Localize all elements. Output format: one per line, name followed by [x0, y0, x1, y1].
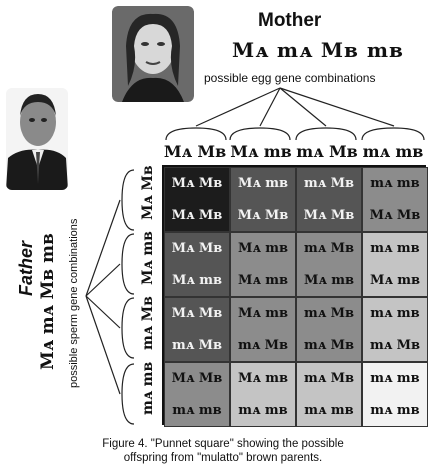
- row-header-4: mᴀ mʙ: [140, 361, 156, 415]
- row-header-2: Mᴀ mʙ: [140, 231, 156, 285]
- punnett-cell: mᴀ mʙ Mᴀ mʙ: [362, 232, 428, 297]
- punnett-cell: Mᴀ mʙ mᴀ mʙ: [230, 362, 296, 427]
- cell-bottom-genotype: Mᴀ mʙ: [303, 272, 355, 288]
- mother-portrait: [112, 6, 194, 102]
- row-header-1: Mᴀ Mʙ: [140, 165, 156, 220]
- mother-subtitle: possible egg gene combinations: [204, 71, 376, 85]
- cell-top-genotype: mᴀ Mʙ: [303, 241, 355, 257]
- punnett-cell: mᴀ Mʙ Mᴀ mʙ: [296, 232, 362, 297]
- cell-bottom-genotype: Mᴀ mʙ: [171, 272, 223, 288]
- cell-bottom-genotype: mᴀ mʙ: [238, 402, 288, 418]
- punnett-cell: mᴀ Mʙ Mᴀ Mʙ: [296, 167, 362, 232]
- figure-caption: Figure 4. "Punnet square" showing the po…: [102, 438, 344, 464]
- cell-top-genotype: Mᴀ Mʙ: [171, 241, 223, 257]
- cell-top-genotype: mᴀ Mʙ: [303, 371, 355, 387]
- cell-top-genotype: Mᴀ mʙ: [237, 176, 289, 192]
- punnett-cell: mᴀ mʙ Mᴀ Mʙ: [362, 167, 428, 232]
- row-header-3: mᴀ Mʙ: [140, 296, 156, 350]
- cell-bottom-genotype: Mᴀ Mʙ: [237, 207, 289, 223]
- cell-top-genotype: Mᴀ mʙ: [237, 306, 289, 322]
- punnett-cell: Mᴀ Mʙ mᴀ Mʙ: [164, 297, 230, 362]
- punnett-cell: Mᴀ mʙ Mᴀ Mʙ: [230, 167, 296, 232]
- punnett-cell: mᴀ mʙ mᴀ mʙ: [362, 362, 428, 427]
- punnett-cell: mᴀ Mʙ mᴀ Mʙ: [296, 297, 362, 362]
- father-genes: Mᴀ mᴀ Mʙ mʙ: [38, 233, 58, 370]
- mother-genes: Mᴀ mᴀ Mʙ mʙ: [232, 38, 404, 62]
- column-header-3: mᴀ Mʙ: [296, 142, 358, 161]
- punnett-cell: Mᴀ Mʙ Mᴀ Mʙ: [164, 167, 230, 232]
- cell-top-genotype: Mᴀ mʙ: [237, 241, 289, 257]
- cell-bottom-genotype: mᴀ mʙ: [172, 402, 222, 418]
- cell-bottom-genotype: Mᴀ mʙ: [237, 272, 289, 288]
- punnett-cell: mᴀ mʙ mᴀ Mʙ: [362, 297, 428, 362]
- cell-bottom-genotype: Mᴀ Mʙ: [303, 207, 355, 223]
- cell-bottom-genotype: Mᴀ Mʙ: [171, 207, 223, 223]
- cell-bottom-genotype: mᴀ Mʙ: [369, 337, 421, 353]
- cell-top-genotype: Mᴀ Mʙ: [171, 306, 223, 322]
- punnett-cell: Mᴀ Mʙ mᴀ mʙ: [164, 362, 230, 427]
- cell-bottom-genotype: mᴀ Mʙ: [237, 337, 289, 353]
- cell-bottom-genotype: mᴀ mʙ: [304, 402, 354, 418]
- father-branch-lines: [85, 169, 135, 425]
- column-header-4: mᴀ mʙ: [362, 142, 424, 161]
- punnett-cell: Mᴀ mʙ Mᴀ mʙ: [230, 232, 296, 297]
- father-title: Father: [16, 240, 36, 296]
- mother-title: Mother: [258, 10, 322, 31]
- cell-top-genotype: mᴀ mʙ: [370, 241, 420, 257]
- cell-top-genotype: mᴀ mʙ: [370, 176, 420, 192]
- cell-top-genotype: Mᴀ mʙ: [237, 371, 289, 387]
- punnett-cell: Mᴀ Mʙ Mᴀ mʙ: [164, 232, 230, 297]
- father-portrait: [6, 88, 68, 190]
- punnett-cell: mᴀ Mʙ mᴀ mʙ: [296, 362, 362, 427]
- cell-top-genotype: mᴀ Mʙ: [303, 176, 355, 192]
- father-subtitle: possible sperm gene combinations: [68, 218, 80, 388]
- mother-branch-lines: [165, 87, 425, 141]
- cell-bottom-genotype: mᴀ Mʙ: [171, 337, 223, 353]
- cell-top-genotype: Mᴀ Mʙ: [171, 371, 223, 387]
- cell-bottom-genotype: Mᴀ Mʙ: [369, 207, 421, 223]
- cell-bottom-genotype: mᴀ Mʙ: [303, 337, 355, 353]
- cell-top-genotype: Mᴀ Mʙ: [171, 176, 223, 192]
- cell-bottom-genotype: Mᴀ mʙ: [369, 272, 421, 288]
- punnett-cell: Mᴀ mʙ mᴀ Mʙ: [230, 297, 296, 362]
- column-header-2: Mᴀ mʙ: [230, 142, 292, 161]
- cell-top-genotype: mᴀ Mʙ: [303, 306, 355, 322]
- cell-top-genotype: mᴀ mʙ: [370, 371, 420, 387]
- cell-bottom-genotype: mᴀ mʙ: [370, 402, 420, 418]
- cell-top-genotype: mᴀ mʙ: [370, 306, 420, 322]
- column-header-1: Mᴀ Mʙ: [163, 142, 227, 161]
